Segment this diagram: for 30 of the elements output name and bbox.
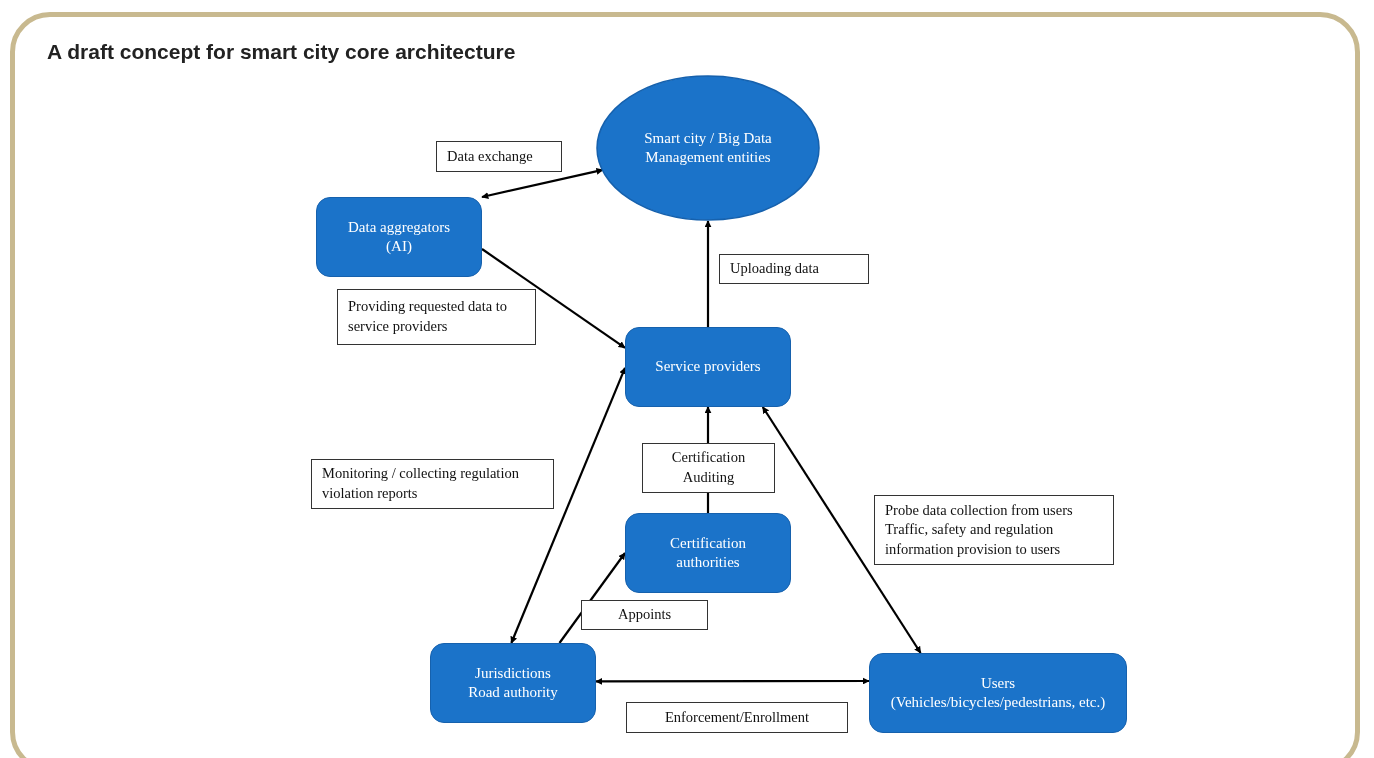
edge-label: Monitoring / collecting regulation violation reports <box>311 459 554 509</box>
edge-label: Certification Auditing <box>642 443 775 493</box>
arrow <box>481 248 626 349</box>
diagram-title: A draft concept for smart city core architecture <box>47 40 516 64</box>
edge-label: Enforcement/Enrollment <box>626 702 848 733</box>
edge-label: Data exchange <box>436 141 562 172</box>
node-label: Service providers <box>655 357 761 377</box>
node-label: (Vehicles/bicycles/pedestrians, etc.) <box>890 693 1106 712</box>
node-label: Smart city / Big Data Management entities <box>643 128 773 167</box>
process-box <box>625 513 791 593</box>
node-label: Users <box>980 673 1016 693</box>
process-box <box>869 653 1127 733</box>
entity-ellipse <box>596 75 820 221</box>
process-box <box>316 197 482 277</box>
process-box <box>625 327 791 407</box>
edge-label: Providing requested data to service providers <box>337 289 536 345</box>
arrow <box>558 552 626 644</box>
arrow <box>510 367 626 644</box>
arrow <box>481 167 604 200</box>
node-label: Road authority <box>468 683 558 702</box>
node-label: Certification authorities <box>669 533 747 572</box>
edge-label: Appoints <box>581 600 708 630</box>
arrow <box>704 220 712 327</box>
edge-label: Uploading data <box>719 254 869 284</box>
arrow <box>595 677 870 685</box>
node-label: Jurisdictions <box>475 663 551 683</box>
edge-label: Probe data collection from users Traffic, safety and regulation information provision to users <box>874 495 1114 565</box>
node-label: Data aggregators (AI) <box>346 217 451 256</box>
process-box <box>430 643 596 723</box>
arrow <box>761 406 922 654</box>
